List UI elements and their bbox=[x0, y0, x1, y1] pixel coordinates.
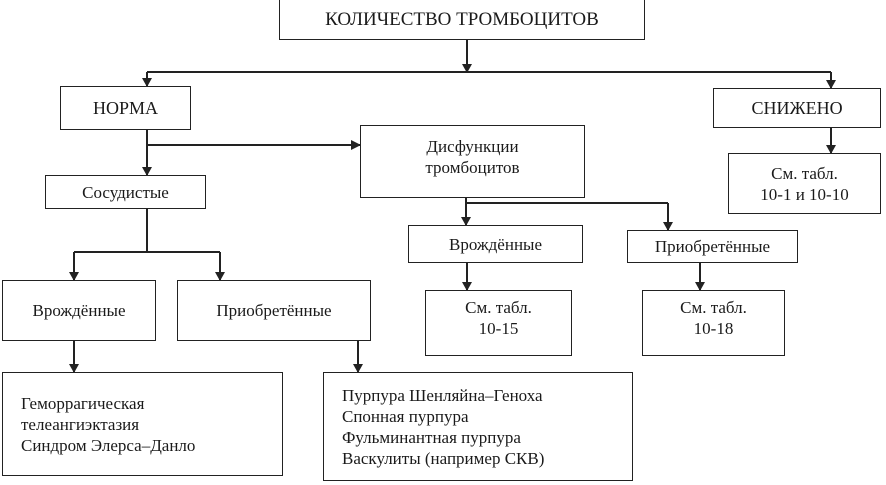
vasc-acquired-list-item: Спонная пурпура bbox=[342, 406, 469, 426]
dys-congenital-ref-node: См. табл. 10-15 bbox=[425, 290, 572, 356]
norm-label: НОРМА bbox=[92, 97, 158, 118]
arrow-head bbox=[353, 364, 363, 373]
arrow-head bbox=[663, 222, 673, 231]
arrow-head bbox=[461, 217, 471, 226]
platelet-dysfunction-line: Дисфункции bbox=[426, 137, 519, 156]
vasc-congenital-list-item: Геморрагическая bbox=[21, 393, 145, 413]
reduced-ref-node: См. табл. 10-1 и 10-10 bbox=[728, 153, 881, 214]
vasc-acquired-list-item: Пурпура Шенляйна–Геноха bbox=[342, 385, 543, 405]
arrow-head bbox=[69, 272, 79, 281]
vasc-congenital-list-item: Синдром Элерса–Данло bbox=[21, 435, 196, 455]
vasc-congenital-list-node: Геморрагическая телеангиэктазия Синдром … bbox=[2, 372, 283, 476]
title-label: КОЛИЧЕСТВО ТРОМБОЦИТОВ bbox=[325, 8, 599, 30]
dys-acquired-label: Приобретённые bbox=[654, 237, 771, 256]
arrow-head bbox=[69, 364, 79, 373]
arrow-head bbox=[142, 78, 152, 87]
dys-congenital-node: Врождённые bbox=[408, 225, 583, 263]
vasc-acquired-list-item: Васкулиты (например СКВ) bbox=[342, 448, 545, 468]
arrow-head bbox=[142, 167, 152, 176]
dys-congenital-ref-line: См. табл. bbox=[465, 298, 532, 317]
dys-acquired-ref-line: См. табл. bbox=[680, 298, 747, 317]
dys-acquired-node: Приобретённые bbox=[627, 230, 798, 263]
arrow-head bbox=[826, 145, 836, 154]
vasc-acquired-label: Приобретённые bbox=[216, 301, 332, 320]
vasc-acquired-list-item: Фульминантная пурпура bbox=[342, 427, 521, 447]
arrow-head bbox=[695, 282, 705, 291]
arrow-head bbox=[215, 272, 225, 281]
dys-acquired-ref-line: 10-18 bbox=[693, 319, 734, 338]
vasc-acquired-node: Приобретённые bbox=[177, 280, 371, 341]
platelet-dysfunction-line: тромбоцитов bbox=[425, 158, 520, 177]
reduced-ref-line: 10-1 и 10-10 bbox=[760, 184, 849, 204]
norm-node: НОРМА bbox=[60, 86, 191, 130]
dys-acquired-ref-node: См. табл. 10-18 bbox=[642, 290, 785, 356]
arrow-head bbox=[462, 64, 472, 73]
vascular-node: Сосудистые bbox=[45, 175, 206, 209]
platelet-dysfunction-node: Дисфункции тромбоцитов bbox=[360, 125, 585, 198]
reduced-label: СНИЖЕНО bbox=[751, 97, 843, 118]
vasc-congenital-label: Врождённые bbox=[32, 301, 126, 320]
vasc-congenital-list-item: телеангиэктазия bbox=[21, 414, 140, 434]
reduced-ref-line: См. табл. bbox=[771, 163, 838, 183]
arrow-head bbox=[462, 282, 472, 291]
dys-congenital-ref-line: 10-15 bbox=[478, 319, 519, 338]
arrow-head bbox=[826, 80, 836, 89]
reduced-node: СНИЖЕНО bbox=[713, 88, 881, 128]
vasc-congenital-node: Врождённые bbox=[2, 280, 156, 341]
arrow-head bbox=[351, 140, 361, 150]
vasc-acquired-list-node: Пурпура Шенляйна–Геноха Спонная пурпура … bbox=[323, 372, 633, 481]
vascular-label: Сосудистые bbox=[82, 182, 169, 202]
title-node: КОЛИЧЕСТВО ТРОМБОЦИТОВ bbox=[279, 0, 645, 40]
dys-congenital-label: Врождённые bbox=[448, 234, 543, 254]
